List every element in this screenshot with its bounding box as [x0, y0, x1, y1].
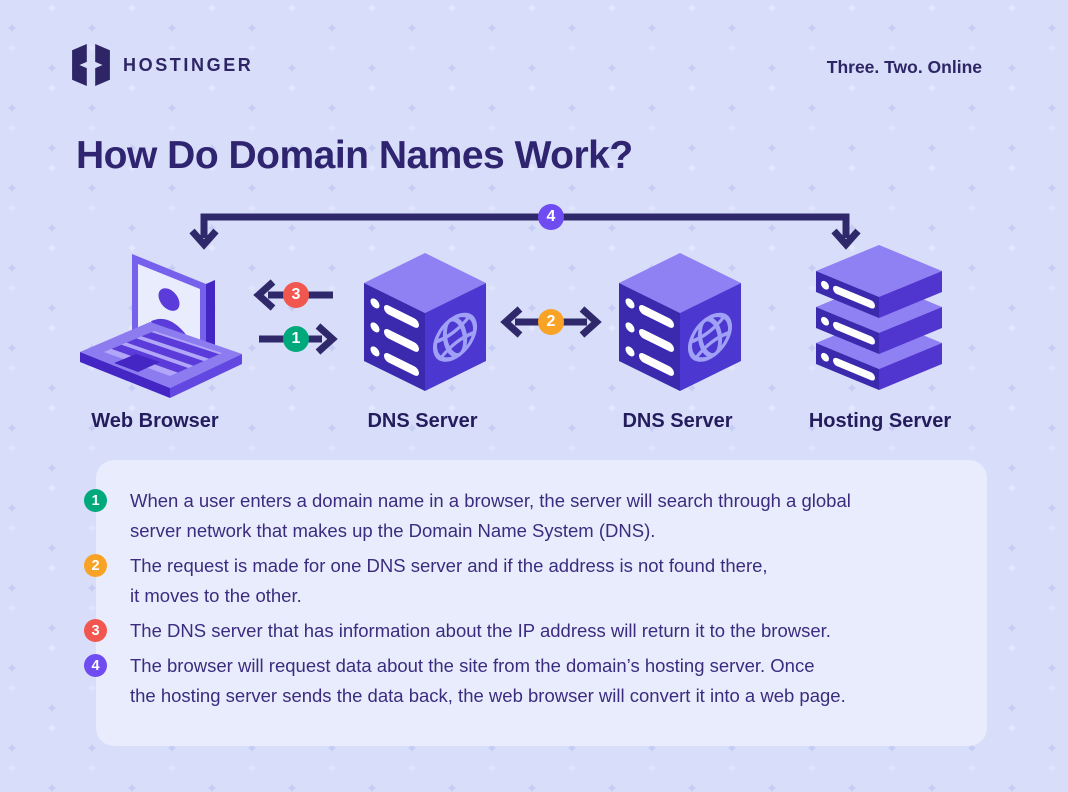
arrow-badge-3: 3 [283, 282, 309, 308]
step-badge-4: 4 [84, 654, 107, 677]
arrow-badge-2: 2 [538, 309, 564, 335]
step-text: When a user enters a domain name in a br… [130, 490, 851, 511]
hosting-server-stack-icon [816, 245, 942, 390]
arrow-badge-4: 4 [538, 204, 564, 230]
step-item-4: 4 The browser will request data about th… [84, 651, 959, 711]
step-item-2: 2 The request is made for one DNS server… [84, 551, 959, 611]
server-slots [370, 298, 419, 376]
node-label-dns-server-2: DNS Server [622, 410, 733, 432]
globe-icon [433, 312, 477, 362]
brand-tagline: Three. Two. Online [826, 57, 982, 77]
dns-server-cube-icon [364, 253, 486, 391]
arrow-badge-1: 1 [283, 326, 309, 352]
step-text: server network that makes up the Domain … [130, 520, 656, 541]
step-text: the hosting server sends the data back, … [130, 685, 846, 706]
step-text: The DNS server that has information abou… [130, 620, 831, 641]
laptop-icon [80, 254, 242, 398]
step-text: The request is made for one DNS server a… [130, 555, 768, 576]
step-text: it moves to the other. [130, 585, 302, 606]
step-badge-2: 2 [84, 554, 107, 577]
page-title: How Do Domain Names Work? [76, 134, 633, 177]
hostinger-h-logo-icon [72, 44, 110, 86]
dns-server-cube-icon [619, 253, 741, 391]
step-item-1: 1 When a user enters a domain name in a … [84, 486, 959, 546]
steps-panel: 1 When a user enters a domain name in a … [84, 460, 987, 746]
node-label-dns-server-1: DNS Server [367, 410, 478, 432]
brand-logo: HOSTINGER [72, 44, 253, 86]
node-label-web-browser: Web Browser [91, 410, 219, 432]
step-badge-1: 1 [84, 489, 107, 512]
node-label-hosting-server: Hosting Server [808, 410, 952, 432]
server-slots [625, 298, 674, 376]
step-badge-3: 3 [84, 619, 107, 642]
brand-name: HOSTINGER [123, 54, 254, 75]
step-text: The browser will request data about the … [130, 655, 815, 676]
globe-icon [688, 312, 732, 362]
step-item-3: 3 The DNS server that has information ab… [84, 616, 959, 646]
